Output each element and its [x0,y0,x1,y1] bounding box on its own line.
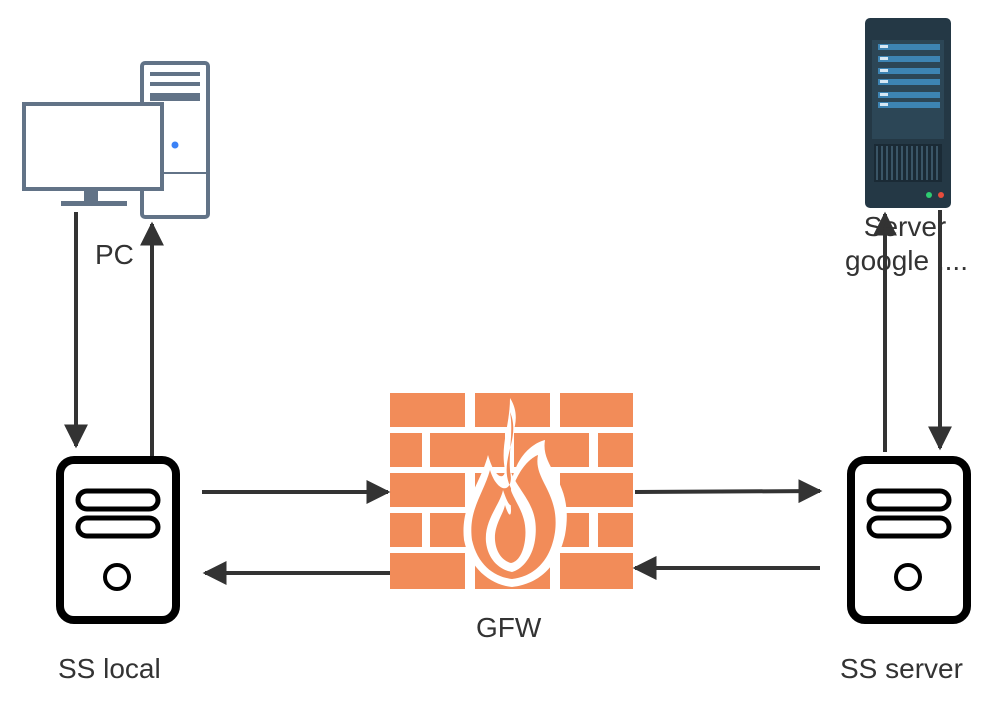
ss-server-box-icon [847,456,971,624]
server-label-line2: google .... [845,245,968,276]
ss-local-label: SS local [58,653,161,684]
server-label-line1: Server [863,211,947,242]
server-label: Server google .... [845,210,968,278]
rack-server-icon [865,18,951,208]
ss-server-label: SS server [840,653,963,684]
desktop-computer-icon [22,61,210,219]
pc-label: PC [95,239,134,270]
gfw-label: GFW [476,612,542,643]
firewall-icon [390,393,633,589]
arrow-gfw-to-ssserver [634,479,823,504]
ss-local-box-icon [56,456,180,624]
